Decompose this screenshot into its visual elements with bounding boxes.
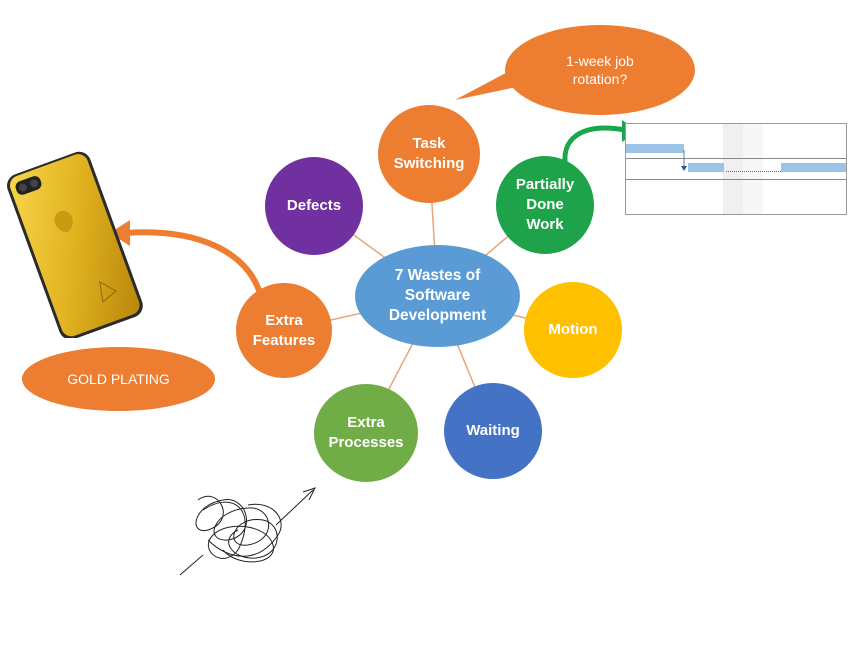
waste-node-defects: Defects <box>265 157 363 255</box>
waste-node-extra-processes: Extra Processes <box>314 384 418 482</box>
gantt-bar <box>781 163 846 172</box>
waste-label: Extra Processes <box>328 414 404 451</box>
arrow-to-phone <box>124 229 265 301</box>
waste-node-partially-done-work: Partially Done Work <box>496 156 594 254</box>
gold-smartphone-icon <box>7 151 143 338</box>
arrow-to-phone-head <box>110 220 130 246</box>
waste-label: Defects <box>286 197 342 214</box>
tangled-scribble-arrow-icon <box>179 487 316 576</box>
job-rotation-text: 1-week job rotation? <box>566 53 634 87</box>
arrow-to-gantt <box>562 125 626 169</box>
waste-label: Waiting <box>466 422 520 439</box>
waste-node-motion: Motion <box>524 282 622 378</box>
gantt-bar <box>688 163 724 172</box>
job-rotation-callout: 1-week job rotation? <box>505 25 695 115</box>
waste-label: Task Switching <box>393 135 465 172</box>
gold-plating-callout: GOLD PLATING <box>22 347 215 411</box>
waste-node-task-switching: Task Switching <box>378 105 480 203</box>
waste-node-extra-features: Extra Features <box>236 283 332 378</box>
gantt-chart-icon <box>625 123 847 215</box>
waste-label: Motion <box>548 321 598 338</box>
center-label: 7 Wastes of Software Development <box>388 267 487 324</box>
gantt-bar <box>626 144 684 153</box>
gold-plating-text: GOLD PLATING <box>67 371 170 387</box>
waste-label: Extra Features <box>252 311 316 349</box>
waste-node-waiting: Waiting <box>444 383 542 479</box>
waste-label: Partially Done Work <box>515 176 575 233</box>
center-node: 7 Wastes of Software Development <box>355 245 520 347</box>
